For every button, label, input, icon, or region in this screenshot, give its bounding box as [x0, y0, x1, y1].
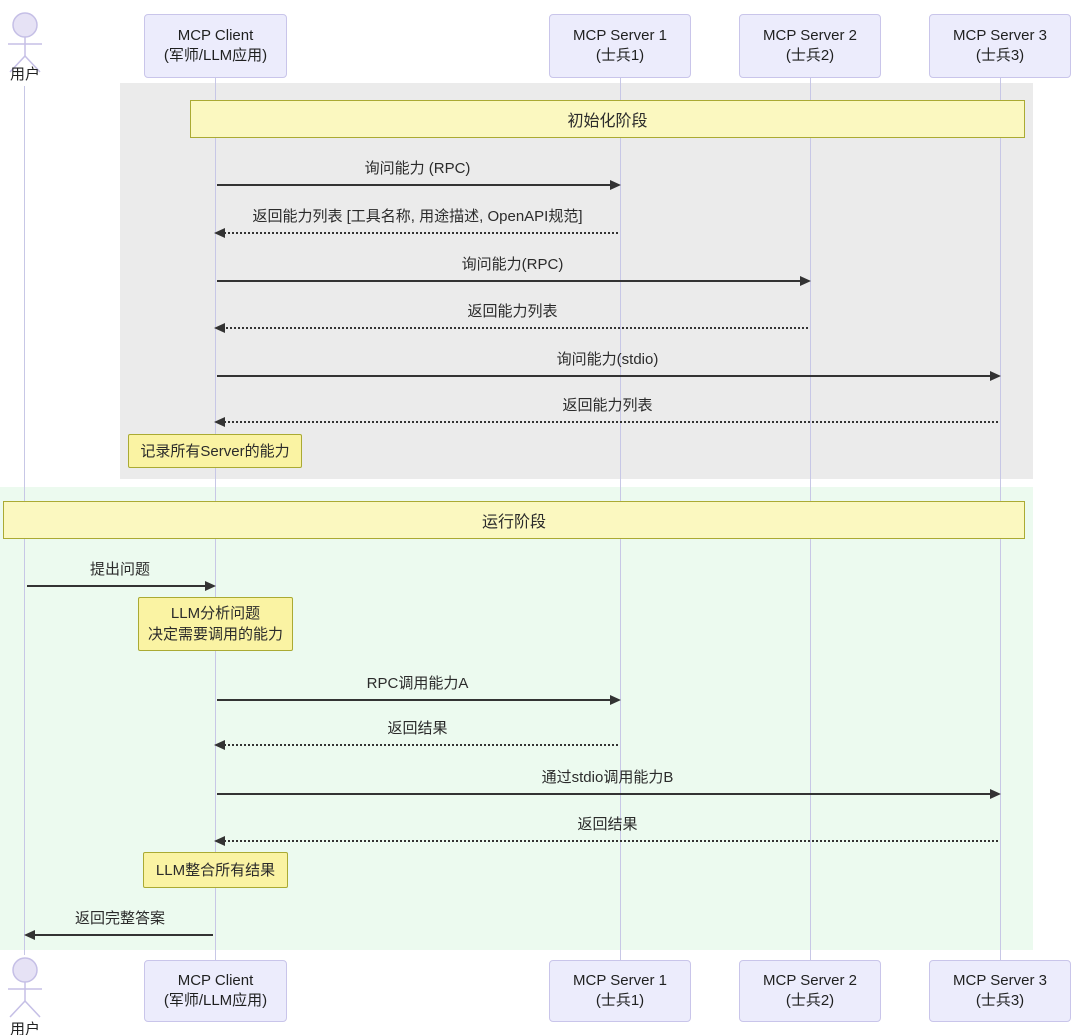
arrowhead-left-icon — [214, 740, 225, 750]
message-return-result-2: 返回结果 — [214, 814, 1000, 846]
actor-name: MCP Server 2 — [763, 971, 857, 989]
message-return-capabilities-2: 返回能力列表 — [214, 301, 810, 333]
message-label: 返回完整答案 — [74, 910, 165, 927]
message-label: 返回结果 — [577, 816, 638, 833]
note-record-capabilities: 记录所有Server的能力 — [128, 434, 302, 468]
actor-box-server1-bottom: MCP Server 1 (士兵1) — [549, 960, 691, 1022]
arrowhead-left-icon — [214, 323, 225, 333]
arrowhead-right-icon — [990, 789, 1001, 799]
user-actor-top — [0, 10, 50, 76]
arrowhead-left-icon — [24, 930, 35, 940]
message-stdio-call-b: 通过stdio调用能力B — [215, 767, 1001, 799]
message-label: 返回能力列表 [工具名称, 用途描述, OpenAPI规范] — [252, 208, 583, 225]
note-text-line1: LLM分析问题 — [170, 605, 261, 622]
arrowhead-left-icon — [214, 228, 225, 238]
message-label: 询问能力 (RPC) — [364, 160, 471, 177]
message-label: 返回能力列表 — [467, 303, 558, 320]
message-label: 通过stdio调用能力B — [541, 769, 674, 786]
actor-name: MCP Server 3 — [953, 26, 1047, 44]
arrowhead-right-icon — [205, 581, 216, 591]
message-line — [217, 793, 998, 795]
message-label: 询问能力(stdio) — [556, 351, 659, 368]
actor-box-server3-top: MCP Server 3 (士兵3) — [929, 14, 1071, 78]
user-actor-top-label: 用户 — [9, 66, 40, 83]
message-line — [217, 699, 618, 701]
message-rpc-call-a: RPC调用能力A — [215, 673, 621, 705]
phase-band-init: 初始化阶段 — [190, 100, 1025, 138]
arrowhead-right-icon — [610, 180, 621, 190]
message-line — [217, 280, 808, 282]
message-line — [217, 375, 998, 377]
actor-name: MCP Server 2 — [763, 26, 857, 44]
arrowhead-right-icon — [610, 695, 621, 705]
actor-box-server2-top: MCP Server 2 (士兵2) — [739, 14, 881, 78]
actor-subname: (军师/LLM应用) — [163, 992, 268, 1009]
actor-box-server1-top: MCP Server 1 (士兵1) — [549, 14, 691, 78]
message-return-result-1: 返回结果 — [214, 718, 620, 750]
message-label: RPC调用能力A — [366, 675, 469, 692]
actor-name: MCP Server 1 — [573, 971, 667, 989]
actor-name: MCP Server 1 — [573, 26, 667, 44]
message-label: 询问能力(RPC) — [461, 256, 564, 273]
actor-name: MCP Client — [177, 971, 254, 989]
message-query-rpc-1: 询问能力 (RPC) — [215, 158, 621, 190]
message-line — [217, 184, 618, 186]
phase-band-run-label: 运行阶段 — [481, 514, 546, 531]
message-line — [217, 744, 618, 746]
phase-band-run: 运行阶段 — [3, 501, 1025, 539]
arrowhead-left-icon — [214, 836, 225, 846]
phase-band-init-label: 初始化阶段 — [567, 113, 648, 130]
actor-subname: (士兵3) — [975, 47, 1025, 64]
arrowhead-left-icon — [214, 417, 225, 427]
user-actor-icon — [8, 12, 42, 73]
note-llm-analyze: LLM分析问题 决定需要调用的能力 — [138, 597, 293, 651]
actor-subname: (士兵2) — [785, 47, 835, 64]
message-label: 提出问题 — [89, 561, 150, 578]
message-query-stdio: 询问能力(stdio) — [215, 349, 1001, 381]
actor-subname: (士兵1) — [595, 47, 645, 64]
note-text: LLM整合所有结果 — [155, 861, 276, 879]
actor-box-server3-bottom: MCP Server 3 (士兵3) — [929, 960, 1071, 1022]
actor-box-client-top: MCP Client (军师/LLM应用) — [144, 14, 287, 78]
actor-name: MCP Server 3 — [953, 971, 1047, 989]
user-actor-bottom — [0, 953, 50, 1019]
message-line — [217, 232, 618, 234]
actor-subname: (士兵1) — [595, 992, 645, 1009]
note-text: 记录所有Server的能力 — [140, 442, 290, 460]
message-line — [217, 421, 998, 423]
message-line — [217, 327, 808, 329]
message-query-rpc-2: 询问能力(RPC) — [215, 254, 811, 286]
actor-subname: (军师/LLM应用) — [163, 47, 268, 64]
message-line — [27, 934, 213, 936]
message-return-capabilities-1: 返回能力列表 [工具名称, 用途描述, OpenAPI规范] — [214, 206, 620, 238]
user-actor-icon — [8, 957, 42, 1018]
message-line — [27, 585, 213, 587]
arrowhead-right-icon — [800, 276, 811, 286]
arrowhead-right-icon — [990, 371, 1001, 381]
note-llm-integrate: LLM整合所有结果 — [143, 852, 288, 888]
message-line — [217, 840, 998, 842]
message-ask-question: 提出问题 — [25, 559, 216, 591]
actor-box-client-bottom: MCP Client (军师/LLM应用) — [144, 960, 287, 1022]
actor-subname: (士兵2) — [785, 992, 835, 1009]
message-return-full-answer: 返回完整答案 — [24, 908, 215, 940]
actor-subname: (士兵3) — [975, 992, 1025, 1009]
user-actor-bottom-label: 用户 — [9, 1021, 40, 1035]
actor-box-server2-bottom: MCP Server 2 (士兵2) — [739, 960, 881, 1022]
note-text-line2: 决定需要调用的能力 — [147, 626, 283, 643]
message-return-capabilities-3: 返回能力列表 — [214, 395, 1000, 427]
actor-name: MCP Client — [177, 26, 254, 44]
message-label: 返回结果 — [387, 720, 448, 737]
message-label: 返回能力列表 — [562, 397, 653, 414]
